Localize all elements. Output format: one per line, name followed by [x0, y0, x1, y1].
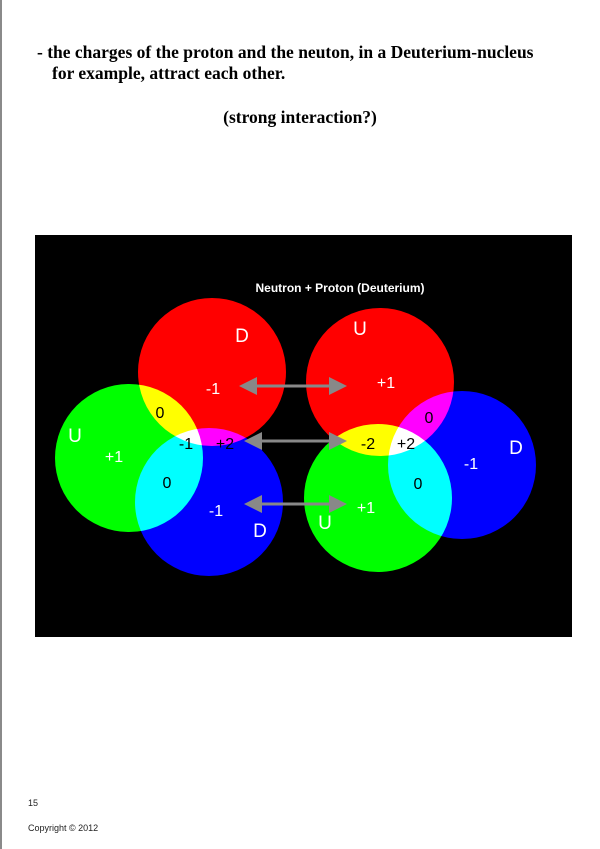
proton-red-charge: +1 — [377, 375, 395, 392]
neutron-blue-charge: -1 — [209, 503, 223, 520]
proton-green-circle — [304, 424, 452, 572]
body-text-line-1: - the charges of the proton and the neut… — [37, 42, 534, 62]
neutron-blue-circle — [135, 428, 283, 576]
neutron — [55, 298, 286, 576]
neutron-green-quark: U — [68, 426, 82, 447]
proton-green-charge: +1 — [357, 500, 375, 517]
page-number: 15 — [28, 798, 39, 808]
body-text-note: (strong interaction?) — [223, 107, 377, 127]
attraction-arrows — [239, 377, 347, 513]
copyright: Copyright © 2012 — [28, 823, 99, 833]
quark-charge-diagram: Neutron + Proton (Deuterium) D -1 0 U +1… — [35, 235, 572, 637]
neutron-blue-quark: D — [253, 521, 267, 542]
proton-red-green-overlap: -2 — [361, 436, 375, 453]
neutron-red-green-overlap: 0 — [156, 405, 165, 422]
neutron-red-charge: -1 — [206, 381, 220, 398]
neutron-red-quark: D — [235, 326, 249, 347]
diagram-title: Neutron + Proton (Deuterium) — [255, 281, 424, 295]
proton-blue-charge: -1 — [464, 456, 478, 473]
proton-green-blue-overlap: 0 — [414, 476, 423, 493]
page-border — [0, 0, 2, 849]
body-text-line-2: for example, attract each other. — [52, 63, 286, 83]
proton-blue-quark: D — [509, 438, 523, 459]
proton-red-quark: U — [353, 319, 367, 340]
neutron-green-blue-overlap: 0 — [163, 475, 172, 492]
neutron-red-blue-overlap: +2 — [216, 436, 234, 453]
neutron-center-overlap: -1 — [179, 436, 193, 453]
neutron-green-charge: +1 — [105, 449, 123, 466]
proton-red-blue-overlap: 0 — [425, 410, 434, 427]
proton-green-quark: U — [318, 513, 332, 534]
proton — [304, 308, 536, 572]
proton-center-overlap: +2 — [397, 436, 415, 453]
